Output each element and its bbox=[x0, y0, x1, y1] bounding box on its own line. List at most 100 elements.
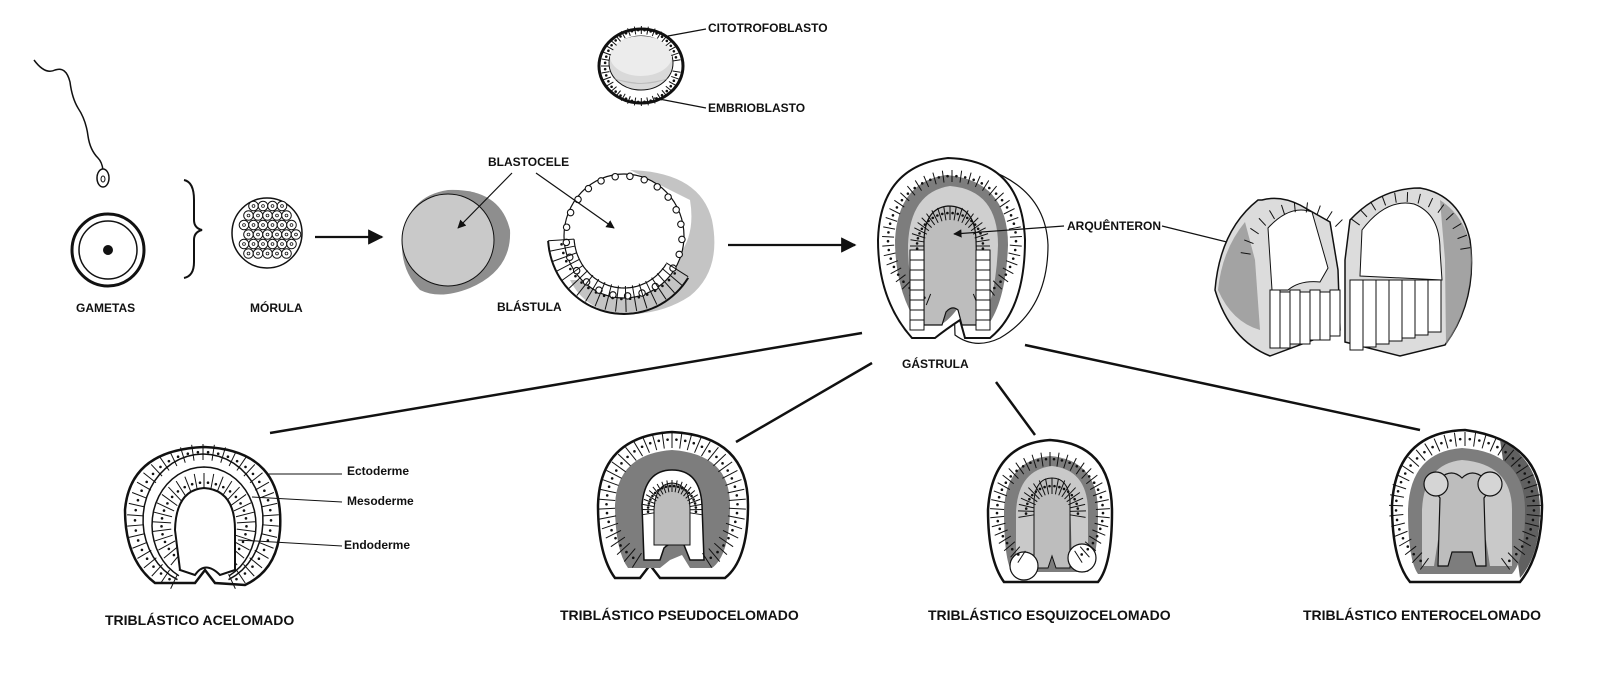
cell-wall bbox=[1009, 244, 1022, 247]
cell-wall bbox=[611, 461, 626, 473]
cell-wall bbox=[604, 284, 613, 310]
endoderm-cell bbox=[975, 259, 991, 271]
cell-wall bbox=[683, 486, 692, 497]
cell-wall bbox=[994, 529, 1008, 536]
cell-wall bbox=[1069, 503, 1086, 509]
cell bbox=[566, 208, 575, 217]
cell-nucleus bbox=[1096, 488, 1100, 491]
cell-nucleus bbox=[603, 61, 607, 65]
morula-cell bbox=[257, 200, 269, 212]
cell-wall bbox=[689, 503, 702, 508]
cell-wall bbox=[643, 498, 656, 505]
cell-wall bbox=[727, 515, 745, 520]
cell-nucleus bbox=[140, 548, 144, 552]
cell-nucleus bbox=[665, 89, 669, 93]
gastrula-3d-section-figure bbox=[1214, 187, 1473, 357]
cell-nucleus bbox=[647, 502, 651, 505]
link-gastrula-to-pseudocelomado bbox=[735, 361, 873, 444]
cell-nucleus bbox=[241, 540, 245, 544]
cell-wall bbox=[1045, 478, 1050, 495]
cell-wall bbox=[972, 227, 986, 235]
cell-nucleus bbox=[643, 28, 646, 32]
endoderm-cell bbox=[909, 269, 925, 281]
cell-wall bbox=[561, 264, 584, 281]
cell-wall bbox=[627, 95, 631, 104]
cell-wall bbox=[901, 280, 912, 290]
cell-wall bbox=[633, 26, 637, 35]
esquizocelomado-label: TRIBLÁSTICO ESQUIZOCELOMADO bbox=[928, 607, 1171, 623]
cell-wall bbox=[910, 239, 925, 243]
cell-nucleus bbox=[275, 251, 279, 256]
cell-layer-outline bbox=[142, 453, 264, 581]
cell-nucleus bbox=[687, 491, 691, 495]
cell-wall bbox=[665, 40, 673, 47]
cell-nucleus bbox=[256, 232, 260, 237]
cell-wall bbox=[883, 252, 896, 257]
cell-nucleus bbox=[262, 548, 266, 552]
cell-wall bbox=[882, 244, 895, 247]
cell-wall bbox=[598, 507, 616, 510]
cell-nucleus bbox=[981, 242, 985, 245]
cell-nucleus bbox=[715, 455, 718, 459]
sperm-figure bbox=[33, 59, 110, 188]
cell-wall bbox=[652, 486, 661, 497]
cell-wall bbox=[1518, 538, 1532, 547]
cell-nucleus bbox=[280, 204, 284, 208]
cell-nucleus bbox=[594, 291, 598, 294]
gastrula-label: GÁSTRULA bbox=[902, 356, 969, 371]
morula-cell bbox=[252, 210, 264, 221]
cell-wall bbox=[889, 208, 901, 215]
cell-nucleus bbox=[1468, 437, 1472, 441]
cell-wall bbox=[707, 447, 719, 461]
cell-wall bbox=[1293, 202, 1296, 213]
cell-nucleus bbox=[569, 267, 572, 271]
cell-nucleus bbox=[1401, 536, 1405, 540]
cell-nucleus bbox=[709, 556, 713, 560]
cell-nucleus bbox=[620, 297, 623, 301]
morula-figure bbox=[231, 197, 303, 269]
cell-nucleus bbox=[637, 295, 641, 299]
cell-wall bbox=[671, 75, 679, 80]
cell-wall bbox=[132, 541, 148, 549]
cell-wall bbox=[1002, 267, 1014, 275]
cell-nucleus bbox=[970, 219, 973, 223]
cell-wall bbox=[914, 180, 922, 191]
cell-wall bbox=[932, 172, 937, 185]
cell-nucleus bbox=[625, 550, 628, 554]
cell-nucleus bbox=[649, 30, 652, 33]
cell-wall bbox=[236, 521, 256, 524]
cell-nucleus bbox=[731, 528, 734, 532]
cell-nucleus bbox=[140, 489, 143, 493]
cell-wall bbox=[727, 488, 745, 494]
cell-wall bbox=[1417, 193, 1421, 204]
cell-wall bbox=[957, 207, 963, 222]
cell-nucleus bbox=[239, 502, 242, 505]
cell-nucleus bbox=[626, 455, 629, 459]
cell-nucleus bbox=[973, 223, 977, 226]
cell-wall bbox=[937, 207, 943, 222]
cell-wall bbox=[599, 515, 617, 520]
endoderm-cell bbox=[975, 279, 991, 291]
cell-nucleus bbox=[603, 67, 607, 71]
cell-nucleus bbox=[676, 485, 680, 489]
cell-nucleus bbox=[664, 485, 668, 489]
citotrofoblasto-label: CITOTROFOBLASTO bbox=[708, 21, 828, 35]
cell-wall bbox=[1003, 541, 1016, 552]
cell-nucleus bbox=[275, 232, 279, 237]
cell-nucleus bbox=[646, 506, 650, 509]
morula-cell bbox=[267, 238, 278, 250]
morula-cell bbox=[248, 238, 259, 250]
cell-wall bbox=[998, 274, 1009, 283]
cell-nucleus bbox=[981, 247, 985, 250]
cell-wall bbox=[1031, 454, 1037, 469]
cell-nucleus bbox=[243, 572, 247, 575]
cell-wall bbox=[127, 514, 144, 517]
cell-wall bbox=[1445, 212, 1454, 221]
cell-wall bbox=[1058, 480, 1066, 496]
cell-nucleus bbox=[961, 214, 964, 217]
morula-cell bbox=[271, 210, 283, 221]
cell-wall bbox=[633, 441, 644, 457]
cell-wall bbox=[1250, 227, 1259, 235]
columnar-cell bbox=[1309, 289, 1321, 341]
endoderm-cell bbox=[975, 269, 991, 281]
